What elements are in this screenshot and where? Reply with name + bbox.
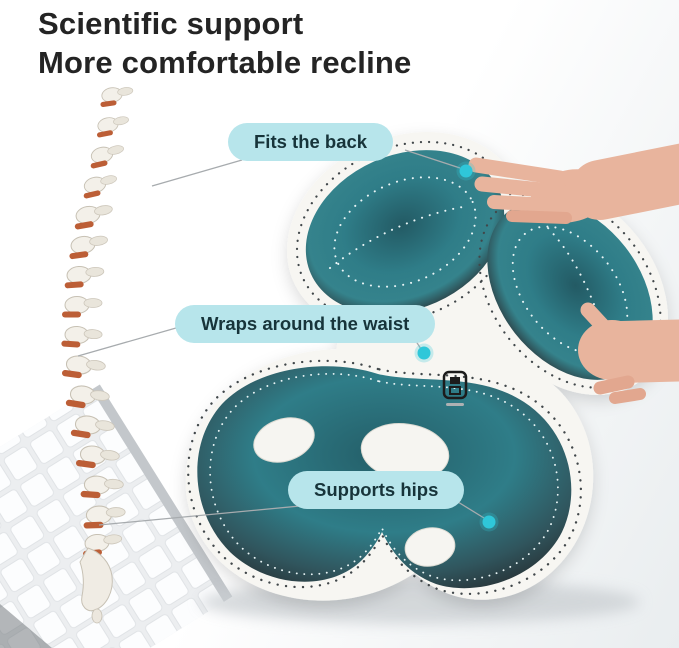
callout-fits-the-back: Fits the back	[228, 123, 394, 161]
callout-wraps-around-the-waist: Wraps around the waist	[175, 305, 436, 343]
hand-right	[578, 302, 679, 404]
callout-line	[151, 159, 243, 187]
brand-logo	[442, 370, 468, 406]
seat-cutout	[253, 417, 315, 463]
headline-line1: Scientific support	[38, 6, 304, 41]
callout-line	[77, 327, 177, 357]
marker-dot	[482, 515, 496, 529]
callout-line	[404, 149, 461, 169]
page-title: Scientific support More comfortable recl…	[38, 4, 411, 82]
spine-illustration	[60, 84, 135, 624]
callout-line	[98, 505, 301, 526]
callout-supports-hips: Supports hips	[288, 471, 465, 509]
headline-line2: More comfortable recline	[38, 45, 412, 80]
seat-cutout	[404, 527, 456, 567]
hand-top	[468, 143, 679, 224]
marker-dots	[414, 161, 499, 532]
callout-line	[457, 501, 485, 519]
desk-edge-shadow	[0, 604, 52, 648]
marker-dot	[417, 346, 431, 360]
marker-dot	[459, 164, 473, 178]
